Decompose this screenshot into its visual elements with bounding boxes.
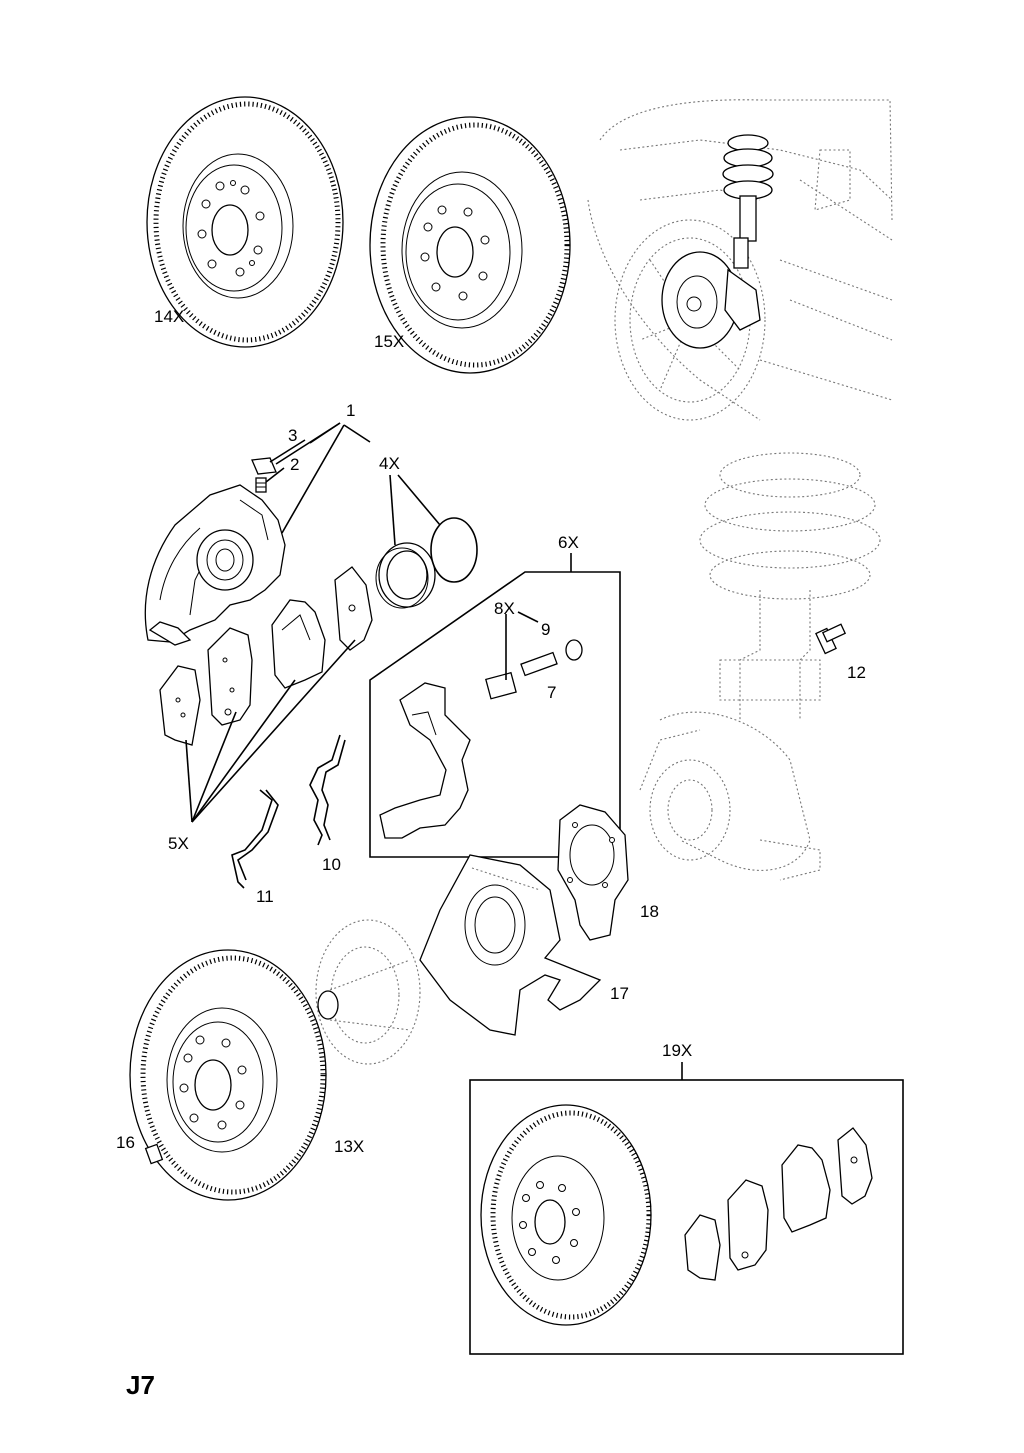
strut-assembly-small <box>661 134 774 349</box>
kit-pad-1[interactable] <box>727 1179 769 1271</box>
callout-16: 16 <box>116 1133 135 1152</box>
kit-pad-shim[interactable] <box>684 1214 721 1281</box>
bleeder-screw[interactable] <box>255 477 267 493</box>
callout-19x: 19X <box>662 1041 692 1060</box>
brake-disc-13x[interactable] <box>129 949 327 1201</box>
anti-rattle-clip-10[interactable] <box>309 734 346 846</box>
brake-disc-19x[interactable] <box>480 1104 652 1326</box>
dust-cap[interactable] <box>565 639 583 661</box>
callout-5x: 5X <box>168 834 189 853</box>
callout-8x: 8X <box>494 599 515 618</box>
brake-pad-shim-outer[interactable] <box>159 665 201 746</box>
guide-sleeve[interactable] <box>485 671 517 700</box>
o-ring-seal[interactable] <box>430 517 478 583</box>
wheel-hub <box>315 919 421 1065</box>
bolt-12[interactable] <box>815 623 847 655</box>
brake-kit-box-19x <box>469 1079 904 1355</box>
callout-3: 3 <box>288 426 297 445</box>
callout-4x: 4X <box>379 454 400 473</box>
callout-9: 9 <box>541 620 550 639</box>
kit-pad-3[interactable] <box>837 1127 873 1205</box>
callout-2: 2 <box>290 455 299 474</box>
anti-rattle-clip-11[interactable] <box>231 789 279 889</box>
callout-labels: 1 3 2 4X 5X 6X 8X 9 7 10 11 12 14X 15X 1… <box>116 307 866 1400</box>
guide-bolt[interactable] <box>520 651 558 677</box>
callout-18: 18 <box>640 902 659 921</box>
callout-1: 1 <box>346 401 355 420</box>
brake-pad-2[interactable] <box>271 599 326 689</box>
brake-splash-shield[interactable] <box>419 854 602 1036</box>
callout-17: 17 <box>610 984 629 1003</box>
callout-6x: 6X <box>558 533 579 552</box>
callout-10: 10 <box>322 855 341 874</box>
caliper-carrier-kit-box <box>369 571 621 858</box>
callout-13x: 13X <box>334 1137 364 1156</box>
disc-retaining-screw[interactable] <box>144 1143 164 1165</box>
brake-disc-15x[interactable] <box>369 116 571 374</box>
brake-pad-1[interactable] <box>207 627 253 726</box>
page-code: J7 <box>126 1370 155 1400</box>
piston-seal-ring[interactable] <box>375 542 436 609</box>
callout-11: 11 <box>256 887 274 906</box>
callout-15x: 15X <box>374 332 404 351</box>
brake-disc-14x[interactable] <box>146 96 344 348</box>
callout-leader-lines <box>185 422 683 1080</box>
shield-gasket[interactable] <box>557 804 629 941</box>
strut-knuckle-context <box>639 452 881 881</box>
callout-12: 12 <box>847 663 866 682</box>
callout-7: 7 <box>547 683 556 702</box>
brake-caliper[interactable] <box>144 484 286 646</box>
brake-pad-3[interactable] <box>334 566 373 651</box>
callout-14x: 14X <box>154 307 184 326</box>
kit-pad-2[interactable] <box>781 1144 831 1233</box>
caliper-carrier-bracket[interactable] <box>379 682 471 839</box>
